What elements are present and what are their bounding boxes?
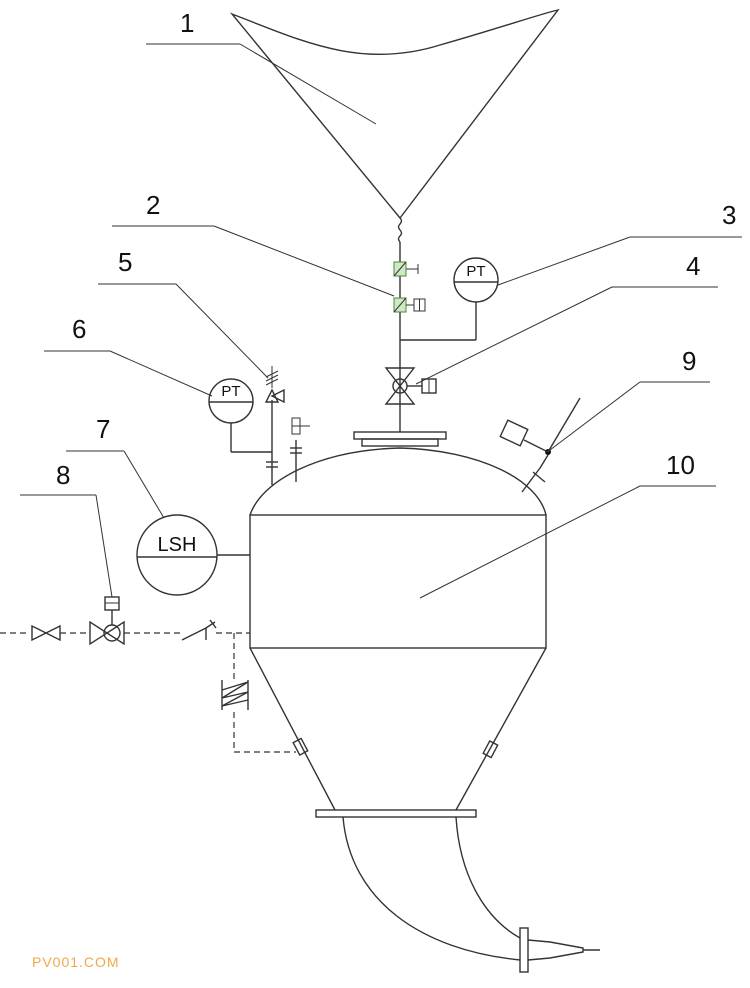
callout-5: 5 bbox=[98, 247, 269, 379]
callout-3: 3 bbox=[497, 200, 742, 286]
safety-valve bbox=[264, 366, 285, 485]
callout-4: 4 bbox=[415, 251, 718, 385]
callout-5-number: 5 bbox=[118, 247, 132, 277]
pt-left-label: PT bbox=[221, 383, 240, 400]
callout-10: 10 bbox=[419, 450, 716, 599]
pressure-vessel bbox=[249, 447, 600, 973]
callout-8: 8 bbox=[20, 460, 113, 598]
pt-top-label: PT bbox=[466, 263, 485, 280]
callout-2-number: 2 bbox=[146, 190, 160, 220]
callout-9-number: 9 bbox=[682, 346, 696, 376]
main-valve bbox=[384, 367, 437, 405]
air-inlet-line bbox=[0, 596, 296, 753]
callout-1: 1 bbox=[146, 8, 377, 125]
level-switch-high: LSH bbox=[136, 514, 250, 596]
pressure-transmitter-top: PT bbox=[400, 257, 499, 341]
callout-6-number: 6 bbox=[72, 314, 86, 344]
callout-7-number: 7 bbox=[96, 414, 110, 444]
callout-7: 7 bbox=[66, 414, 165, 519]
callout-9: 9 bbox=[549, 346, 710, 451]
pressure-transmitter-left: PT bbox=[208, 378, 272, 453]
callout-6: 6 bbox=[44, 314, 213, 397]
watermark-text: PV001.COM bbox=[32, 954, 120, 970]
callout-2: 2 bbox=[112, 190, 395, 297]
top-flange bbox=[353, 431, 447, 447]
vent-valve bbox=[499, 397, 581, 493]
callout-3-number: 3 bbox=[722, 200, 736, 230]
callout-8-number: 8 bbox=[56, 460, 70, 490]
lsh-label: LSH bbox=[158, 534, 197, 556]
dome-fitting bbox=[290, 417, 310, 482]
callout-10-number: 10 bbox=[666, 450, 695, 480]
inline-valves bbox=[393, 261, 426, 313]
callout-4-number: 4 bbox=[686, 251, 700, 281]
callout-1-number: 1 bbox=[180, 8, 194, 38]
feed-hopper bbox=[229, 8, 560, 243]
